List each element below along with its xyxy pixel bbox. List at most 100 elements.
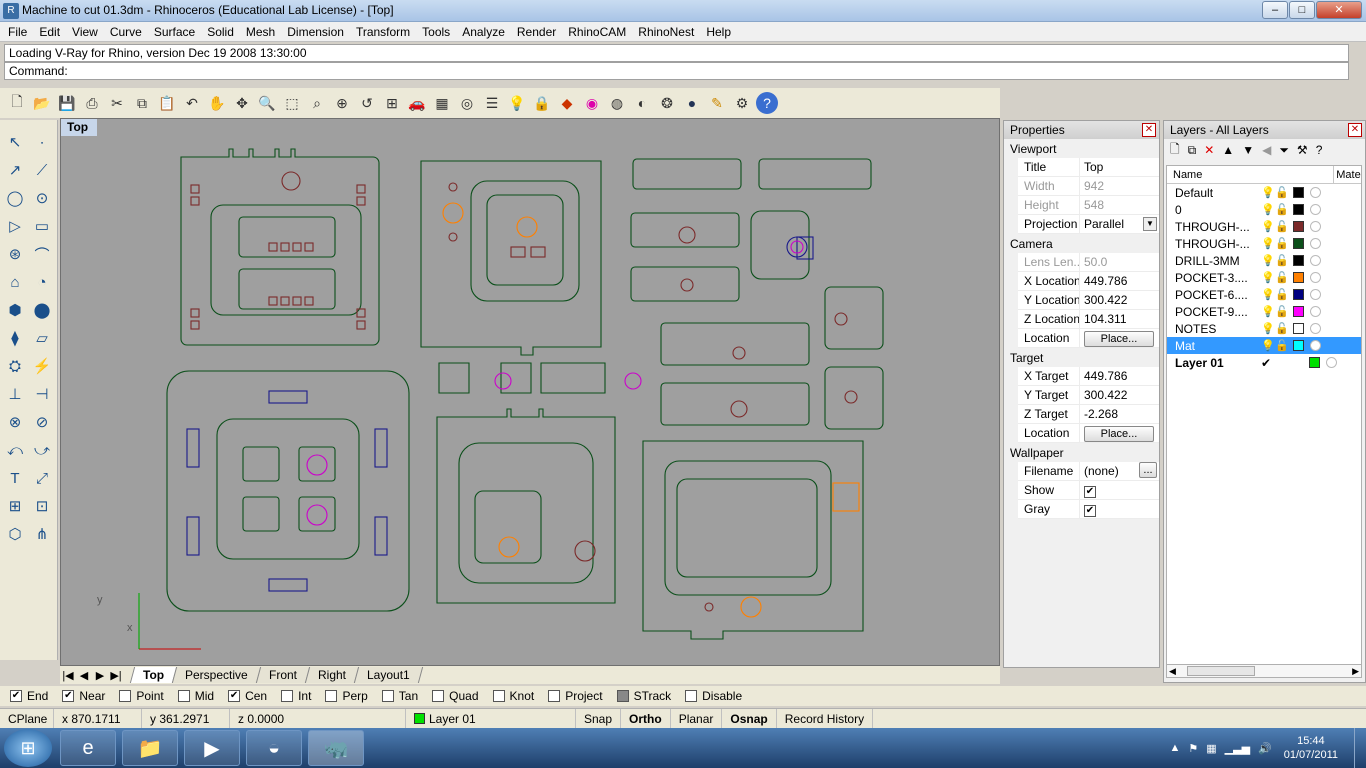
zoom-extents-icon[interactable]: ⌕ xyxy=(313,94,321,111)
drawing-canvas[interactable]: y x xyxy=(61,119,1001,667)
transform-tool-icon[interactable]: ⛭ xyxy=(8,357,21,375)
property-value[interactable]: -2.268 xyxy=(1084,406,1119,421)
rotate-view-icon[interactable]: ✥ xyxy=(236,94,248,111)
tools-icon[interactable]: ⚒ xyxy=(1296,143,1308,157)
first-tab-icon[interactable]: |◀ xyxy=(62,669,74,682)
projection-dropdown-icon[interactable]: ▼ xyxy=(1143,217,1157,231)
car-icon[interactable]: 🚗 xyxy=(408,94,426,111)
osnap-near[interactable]: ✔Near xyxy=(62,689,105,703)
layer-visible-icon[interactable]: 💡 xyxy=(1261,272,1275,284)
options-icon[interactable]: ⚙ xyxy=(735,94,749,111)
layer-row[interactable]: Mat💡🔓 xyxy=(1167,337,1361,354)
analyze-tool-icon[interactable]: ⚡ xyxy=(32,358,52,375)
lock-icon[interactable]: 🔒 xyxy=(533,94,551,111)
layer-icon[interactable]: ☰ xyxy=(485,94,499,111)
layer-row[interactable]: THROUGH-...💡🔓 xyxy=(1167,235,1361,252)
osnap-quad[interactable]: Quad xyxy=(432,689,479,703)
layer-visible-icon[interactable]: 💡 xyxy=(1261,204,1275,216)
layer-lock-icon[interactable]: 🔓 xyxy=(1275,238,1289,250)
group-tool-icon[interactable]: ⊡ xyxy=(35,498,49,515)
layer-lock-icon[interactable]: 🔓 xyxy=(1275,221,1289,233)
box-tool-icon[interactable]: ⬢ xyxy=(8,302,22,319)
tray-expand-icon[interactable]: ▲ xyxy=(1169,742,1181,754)
paste-icon[interactable]: 📋 xyxy=(158,94,176,111)
property-value[interactable]: 449.786 xyxy=(1084,368,1128,383)
layer-row[interactable]: POCKET-3....💡🔓 xyxy=(1167,269,1361,286)
array-tool-icon[interactable]: ⊞ xyxy=(8,498,22,515)
layer-material-icon[interactable] xyxy=(1310,323,1321,334)
delete-layer-icon[interactable]: ✕ xyxy=(1204,143,1215,157)
new-sublayer-icon[interactable]: ⧉ xyxy=(1187,142,1197,157)
osnap-point[interactable]: Point xyxy=(119,689,164,703)
rhino-taskbar-icon[interactable]: 🦏 xyxy=(308,730,364,766)
osnap-cen-checkbox[interactable]: ✔ xyxy=(228,690,241,702)
show-checkbox[interactable]: ✔ xyxy=(1084,485,1096,498)
pan-icon[interactable]: ✋ xyxy=(208,94,226,111)
layer-material-icon[interactable] xyxy=(1310,255,1321,266)
layer-material-icon[interactable] xyxy=(1326,357,1337,368)
layer-color-swatch[interactable] xyxy=(1293,221,1304,232)
menu-file[interactable]: File xyxy=(8,24,28,39)
osnap-perp[interactable]: Perp xyxy=(325,689,368,703)
current-layer[interactable]: Layer 01 xyxy=(406,708,576,729)
layer-name[interactable]: DRILL-3MM xyxy=(1175,253,1240,268)
scroll-right-icon[interactable]: ▶ xyxy=(1352,666,1359,676)
layer-color-swatch[interactable] xyxy=(1293,187,1304,198)
osnap-int[interactable]: Int xyxy=(281,689,311,703)
layer-lock-icon[interactable]: 🔓 xyxy=(1275,340,1289,352)
properties-icon[interactable]: ◆ xyxy=(561,94,573,111)
minimize-button[interactable]: – xyxy=(1262,1,1288,19)
property-value[interactable]: Parallel xyxy=(1084,216,1125,231)
sphere-tool-icon[interactable]: ⬤ xyxy=(33,302,51,319)
polyline-tool-icon[interactable]: ↗ xyxy=(8,162,22,179)
layer-color-swatch[interactable] xyxy=(1293,323,1304,334)
menu-help[interactable]: Help xyxy=(706,24,731,39)
layer-visible-icon[interactable]: 💡 xyxy=(1261,289,1275,301)
property-value[interactable]: 300.422 xyxy=(1084,387,1128,402)
layer-lock-icon[interactable]: 🔓 xyxy=(1275,272,1289,284)
scroll-thumb[interactable] xyxy=(1187,666,1255,676)
layer-lock-icon[interactable]: 🔓 xyxy=(1275,306,1289,318)
menu-tools[interactable]: Tools xyxy=(422,24,451,39)
menu-rhinonest[interactable]: RhinoNest xyxy=(638,24,695,39)
layer-material-icon[interactable] xyxy=(1310,238,1321,249)
layer-color-swatch[interactable] xyxy=(1293,204,1304,215)
text-tool-icon[interactable]: T xyxy=(10,469,20,487)
print-icon[interactable]: ⎙ xyxy=(86,94,98,111)
layer-visible-icon[interactable]: 💡 xyxy=(1261,238,1275,250)
layer-name[interactable]: THROUGH-... xyxy=(1175,219,1250,234)
top-viewport[interactable]: Top xyxy=(60,118,1000,666)
new-layer-icon[interactable]: 🗋 xyxy=(1170,141,1180,156)
extrude-tool-icon[interactable]: ⧫ xyxy=(11,330,19,347)
rendered-icon[interactable]: ❂ xyxy=(661,94,673,111)
move-up-icon[interactable]: ▲ xyxy=(1222,143,1235,157)
zoom-icon[interactable]: 🔍 xyxy=(258,94,276,111)
layer-visible-icon[interactable]: 💡 xyxy=(1261,306,1275,318)
osnap-tan[interactable]: Tan xyxy=(381,689,418,703)
ellipse-tool-icon[interactable]: ⊙ xyxy=(35,190,49,207)
file-explorer-icon[interactable]: 📁 xyxy=(122,730,178,766)
gray-checkbox[interactable]: ✔ xyxy=(1084,504,1096,517)
render-sphere-icon[interactable]: ● xyxy=(687,95,697,111)
layer-visible-icon[interactable]: 💡 xyxy=(1261,221,1275,233)
menu-dimension[interactable]: Dimension xyxy=(287,24,344,39)
scroll-left-icon[interactable]: ◀ xyxy=(1169,666,1176,676)
rectangle-tool-icon[interactable]: ▭ xyxy=(34,218,50,235)
layer-lock-icon[interactable]: 🔓 xyxy=(1275,289,1289,301)
layer-color-swatch[interactable] xyxy=(1293,340,1304,351)
layer-name[interactable]: Layer 01 xyxy=(1175,355,1224,370)
column-name[interactable]: Name xyxy=(1173,169,1203,181)
select-points-icon[interactable]: ◎ xyxy=(460,94,474,111)
maximize-button[interactable]: □ xyxy=(1289,1,1315,19)
osnap-near-checkbox[interactable]: ✔ xyxy=(62,690,75,702)
layer-material-icon[interactable] xyxy=(1310,289,1321,300)
new-file-icon[interactable]: 🗋 xyxy=(11,93,23,109)
layer-material-icon[interactable] xyxy=(1310,187,1321,198)
toggle-osnap[interactable]: Osnap xyxy=(722,708,777,729)
layer-visible-icon[interactable]: 💡 xyxy=(1261,323,1275,335)
layer-name[interactable]: POCKET-9.... xyxy=(1175,304,1248,319)
layer-lock-icon[interactable]: 🔓 xyxy=(1275,255,1289,267)
layer-material-icon[interactable] xyxy=(1310,204,1321,215)
menu-curve[interactable]: Curve xyxy=(109,24,142,39)
leader-tool-icon[interactable]: ⊣ xyxy=(35,386,49,403)
